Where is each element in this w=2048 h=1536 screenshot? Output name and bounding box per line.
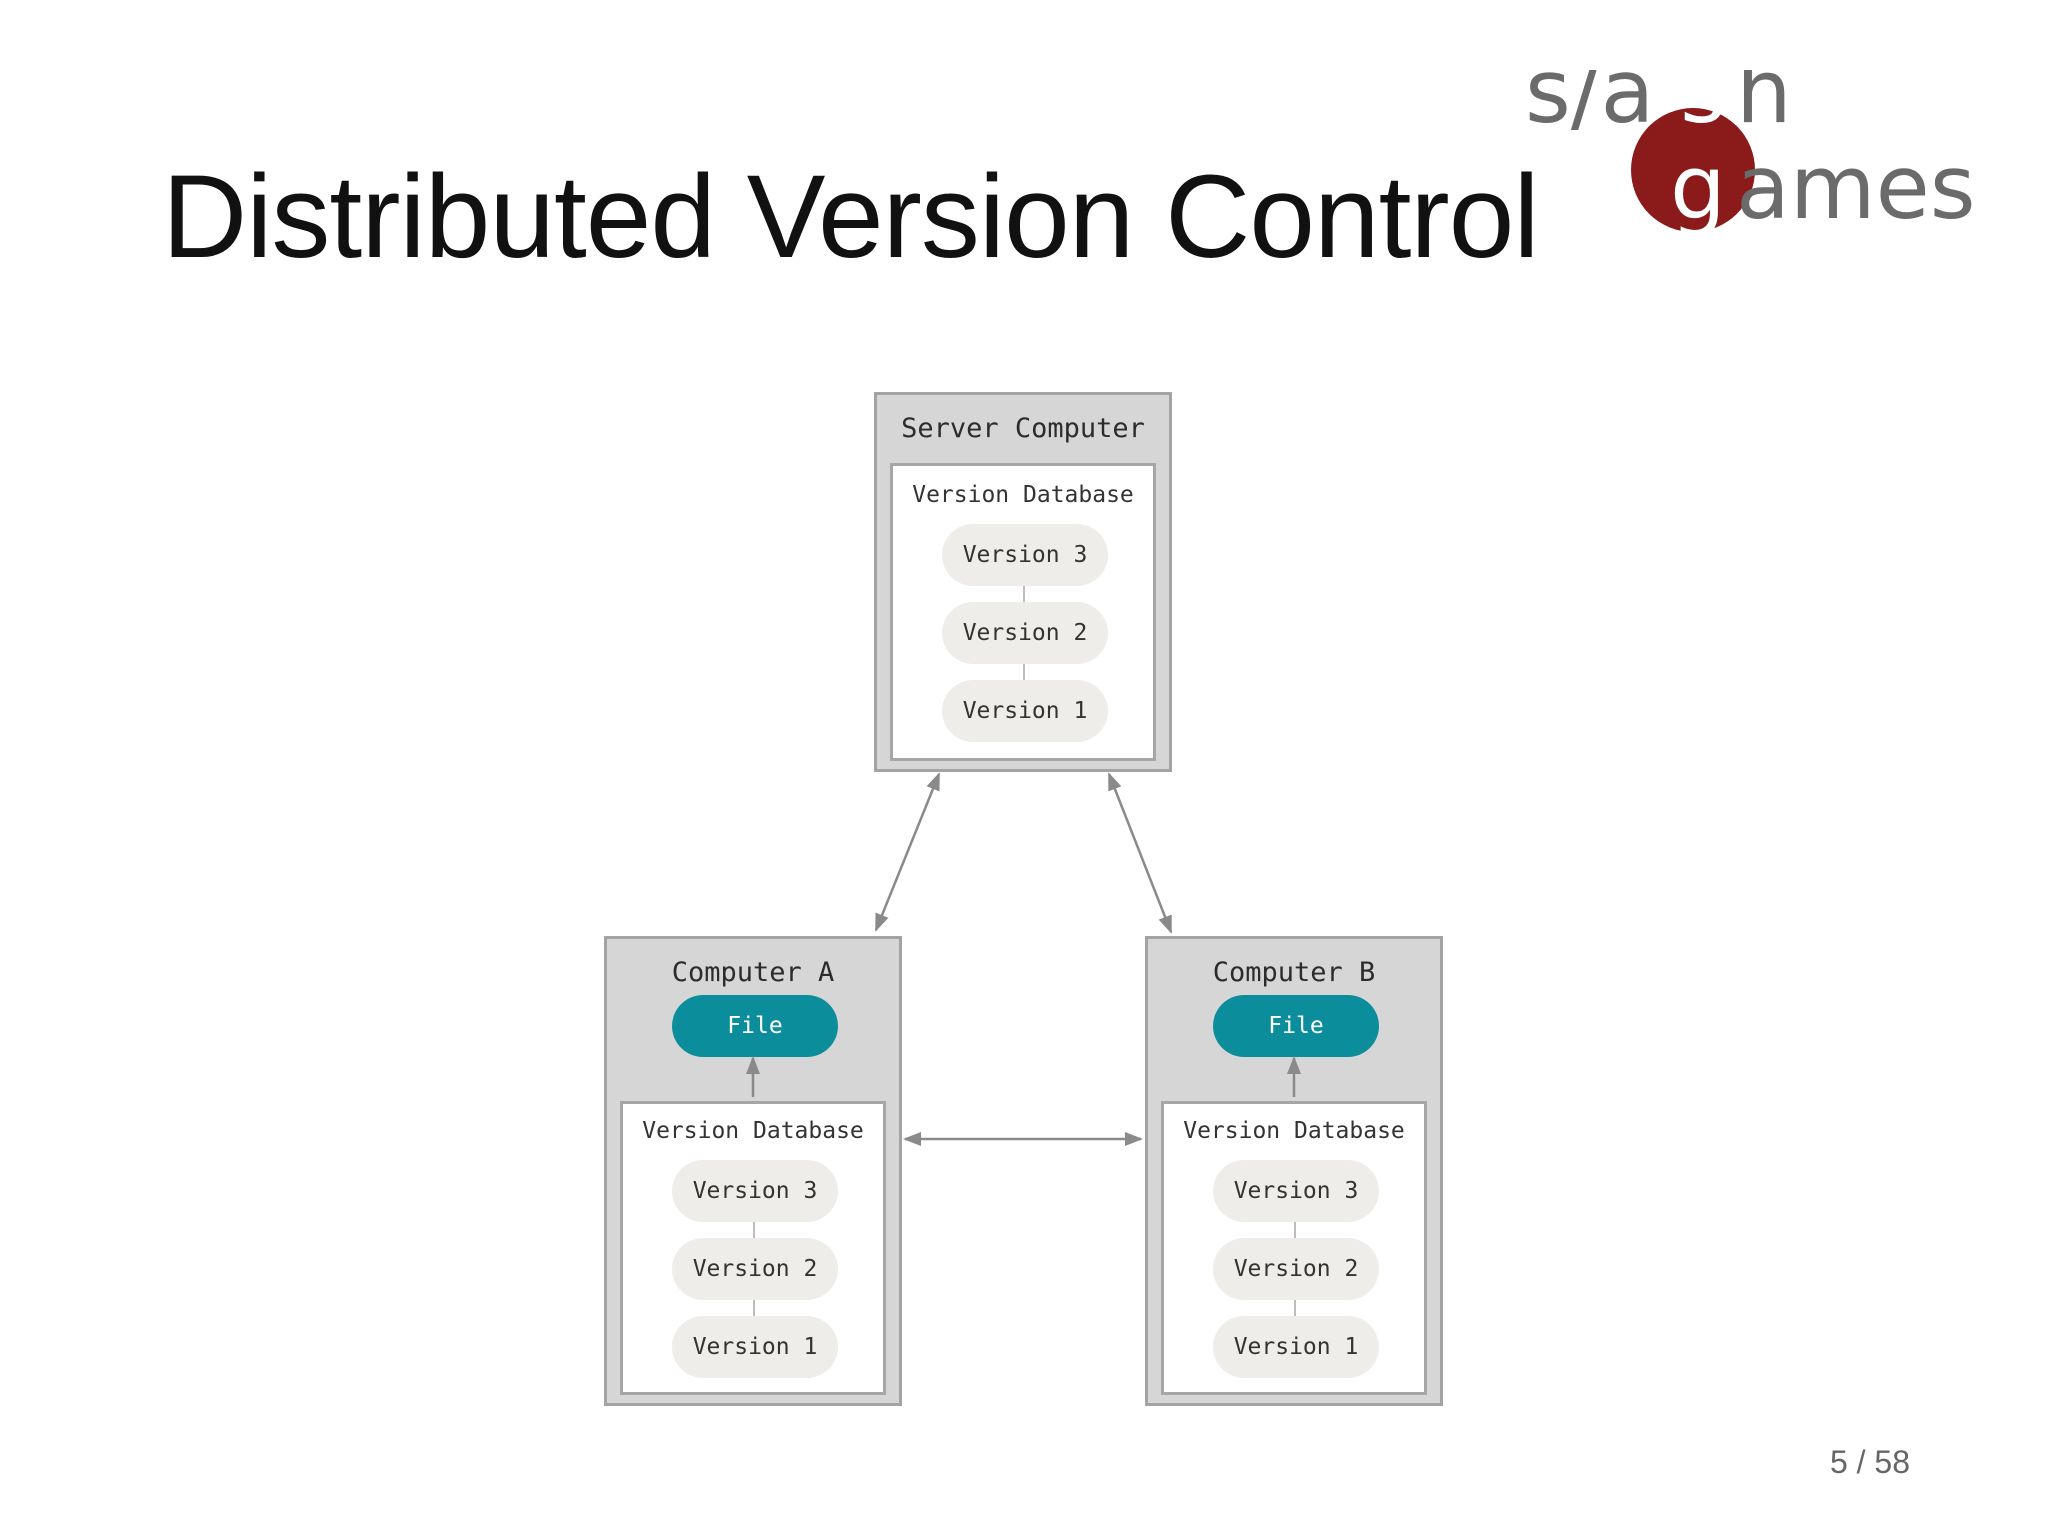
computer-a-version-link [753, 1300, 755, 1322]
slide-title: Distributed Version Control [162, 151, 1540, 283]
computer-b-title: Computer B [1212, 957, 1376, 988]
server-computer-title: Server Computer [901, 413, 1145, 444]
logo-letter-s: s [1680, 70, 1726, 143]
server-version-database: Version Database Version 3 Version 2 Ver… [890, 463, 1156, 761]
computer-b-version-link [1294, 1222, 1296, 1244]
computer-b-version-database: Version Database Version 3 Version 2 Ver… [1161, 1101, 1427, 1395]
sync-arrow-server-to-b [1107, 772, 1173, 934]
server-version-1: Version 1 [942, 680, 1108, 742]
server-version-3: Version 3 [942, 524, 1108, 586]
computer-a-version-3: Version 3 [672, 1160, 838, 1222]
logo-text-top: s/a [1525, 70, 1654, 143]
logo-letter-h: h [1736, 70, 1792, 143]
server-version-link [1023, 664, 1025, 686]
computer-a-version-database: Version Database Version 3 Version 2 Ver… [620, 1101, 886, 1395]
logo-letter-g: g [1670, 136, 1726, 239]
computer-b-version-link [1294, 1300, 1296, 1322]
server-database-label: Version Database [912, 482, 1134, 508]
computer-a-box: Computer A File Version Database Version… [604, 936, 902, 1406]
computer-b-version-2: Version 2 [1213, 1238, 1379, 1300]
server-version-2: Version 2 [942, 602, 1108, 664]
computer-b-version-3: Version 3 [1213, 1160, 1379, 1222]
computer-a-file: File [672, 995, 838, 1057]
slash-games-logo: s/a s h g ames [1525, 70, 1976, 239]
computer-a-database-label: Version Database [642, 1118, 864, 1144]
computer-a-version-link [753, 1222, 755, 1244]
sync-arrow-server-to-a [874, 772, 941, 932]
page-number: 5 / 58 [1829, 1444, 1910, 1480]
logo-text-bottom: ames [1736, 136, 1976, 239]
computer-a-version-2: Version 2 [672, 1238, 838, 1300]
computer-b-file: File [1213, 995, 1379, 1057]
server-version-link [1023, 586, 1025, 608]
computer-a-title: Computer A [671, 957, 835, 988]
computer-b-database-label: Version Database [1183, 1118, 1405, 1144]
server-computer-box: Server Computer Version Database Version… [874, 392, 1172, 772]
computer-b-version-1: Version 1 [1213, 1316, 1379, 1378]
computer-b-box: Computer B File Version Database Version… [1145, 936, 1443, 1406]
logo-circle [1631, 108, 1755, 232]
computer-a-version-1: Version 1 [672, 1316, 838, 1378]
